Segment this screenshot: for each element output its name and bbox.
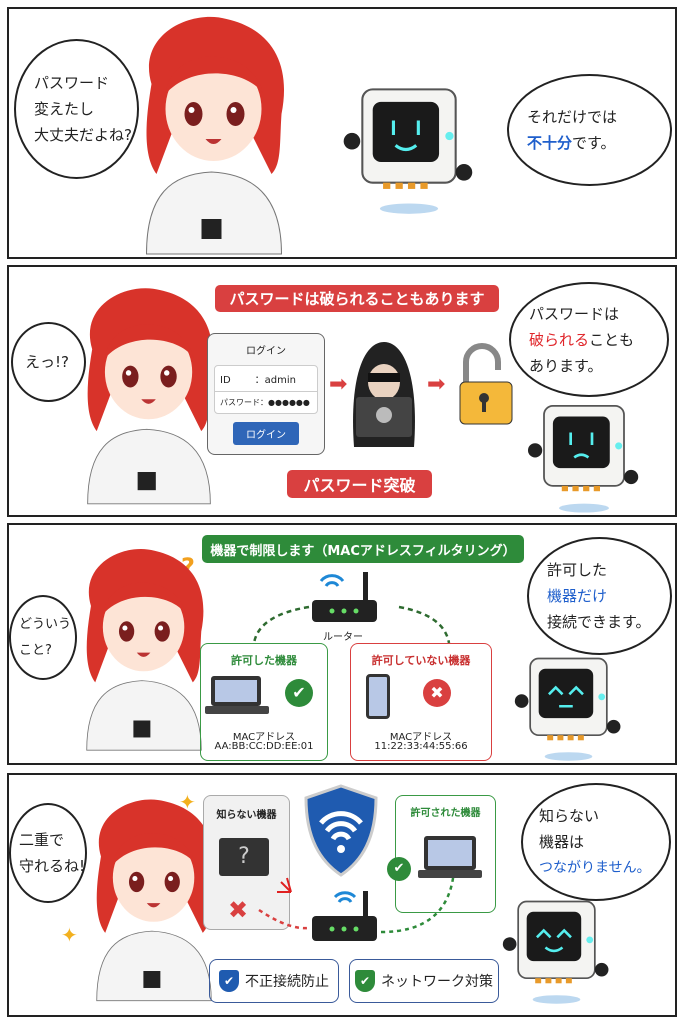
bubble-text: です。	[572, 134, 616, 152]
arrow-icon: ➡	[427, 372, 446, 397]
connection-lines	[252, 605, 451, 644]
denied-device-card: 許可していない機器 ✖ MACアドレス 11:22:33:44:55:66	[350, 643, 492, 761]
badge-label: ネットワーク対策	[381, 974, 493, 990]
bubble-text: それだけでは	[527, 108, 618, 126]
arrow-icon: ➡	[329, 372, 348, 397]
warning-banner: パスワードは破られることもあります	[215, 285, 499, 312]
bubble-text: えっ!?	[25, 353, 69, 371]
check-icon: ✔	[285, 679, 313, 707]
smartphone-icon	[366, 674, 390, 719]
laptop-base	[205, 706, 269, 714]
robot-character	[527, 404, 640, 514]
bubble-text: あります。	[529, 356, 603, 375]
bubble-highlight: 不十分	[527, 134, 573, 152]
router-label: ルーター	[323, 632, 363, 643]
bubble-text: 接続できます。	[547, 613, 651, 631]
router-icon	[312, 891, 377, 941]
badge-label: 不正接続防止	[245, 974, 329, 990]
id-field[interactable]: ：admin	[254, 375, 296, 386]
bubble-text: 変えたし	[34, 100, 95, 118]
bubble-text: 二重で	[19, 831, 65, 849]
unknown-device-card: 知らない機器 ? ✖	[203, 795, 290, 930]
x-icon: ✖	[423, 679, 451, 707]
panel-2: えっ!? パスワードは破られることもあります ログイン ID ：admin パスワ…	[7, 265, 677, 517]
bubble-highlight: つながりません。	[539, 860, 651, 876]
bubble-text: こと?	[19, 642, 52, 658]
robot-speech-bubble: 知らない 機器は つながりません。	[521, 783, 671, 901]
panel-3: どういう こと? ? 機器で制限します（MACアドレスフィルタリング） ルーター…	[7, 523, 677, 765]
allowed-device-card: 許可された機器	[395, 795, 496, 913]
badge-unauthorized-prevention: ✔ 不正接続防止	[209, 959, 339, 1003]
robot-character	[513, 657, 622, 762]
allowed-device-title: 許可した機器	[231, 654, 297, 667]
bubble-highlight: 機器だけ	[547, 587, 608, 605]
password-breach-banner: パスワード突破	[287, 470, 432, 498]
robot-speech-bubble: パスワードは 破られることも あります。	[509, 282, 669, 397]
bubble-text: 守れるね!	[19, 857, 86, 875]
allowed-device-title: 許可された機器	[410, 808, 481, 819]
mac-address: 11:22:33:44:55:66	[374, 741, 468, 752]
login-title: ログイン	[246, 346, 286, 357]
allowed-device-card: 許可した機器 ✔ MACアドレス AA:BB:CC:DD:EE:01	[200, 643, 328, 761]
login-button[interactable]: ログイン	[233, 422, 299, 445]
robot-character	[342, 88, 474, 215]
laptop-icon	[211, 676, 261, 706]
login-form: ログイン ID ：admin パスワード：●●●●●● ログイン	[207, 333, 325, 455]
unknown-device-title: 知らない機器	[216, 810, 277, 821]
robot-speech-bubble: それだけでは 不十分です。	[507, 74, 672, 186]
panel-1: パスワード 変えたし 大丈夫だよね? それだけでは 不十分です。	[7, 7, 677, 259]
password-label: パスワード：	[220, 398, 268, 407]
hacker-icon	[353, 342, 415, 447]
bubble-text: パスワード	[34, 74, 110, 92]
router-icon	[312, 572, 377, 622]
wifi-shield-icon	[304, 784, 378, 877]
mac-label: MACアドレス	[232, 732, 296, 743]
girl-character	[86, 548, 204, 751]
bubble-text: 大丈夫だよね?	[34, 126, 132, 144]
id-label: ID	[220, 375, 231, 386]
unknown-laptop-icon: ?	[219, 838, 269, 876]
mac-filter-banner: 機器で制限します（MACアドレスフィルタリング）	[202, 535, 524, 563]
bubble-text: ことも	[589, 330, 635, 349]
bubble-text: 許可した	[547, 561, 608, 579]
girl-speech-bubble: どういう こと?	[9, 595, 77, 680]
bubble-highlight: 破られる	[529, 330, 590, 349]
robot-speech-bubble: 許可した 機器だけ 接続できます。	[527, 537, 672, 655]
broken-lock-icon	[459, 343, 513, 425]
shield-check-icon: ✔	[219, 970, 239, 992]
laptop-icon	[424, 836, 476, 870]
denied-device-title: 許可していない機器	[371, 654, 471, 667]
girl-speech-bubble: パスワード 変えたし 大丈夫だよね?	[14, 39, 139, 179]
bubble-text: パスワードは	[529, 304, 620, 323]
shield-check-icon: ✔	[355, 970, 375, 992]
check-icon: ✔	[387, 857, 411, 881]
sparkle-icon: ✦	[61, 923, 78, 947]
bubble-text: 機器は	[539, 833, 585, 851]
password-field[interactable]: ●●●●●●	[268, 398, 310, 407]
laptop-base	[418, 870, 482, 878]
bubble-text: どういう	[19, 616, 72, 632]
robot-character	[501, 900, 610, 1005]
mac-label: MACアドレス	[389, 732, 453, 743]
badge-network-security: ✔ ネットワーク対策	[349, 959, 499, 1003]
connection-lines	[258, 870, 456, 934]
girl-speech-bubble: 二重で 守れるね!	[9, 803, 87, 903]
mac-address: AA:BB:CC:DD:EE:01	[214, 741, 314, 752]
girl-character	[146, 16, 285, 255]
bubble-text: 知らない	[539, 807, 600, 825]
girl-speech-bubble: えっ!?	[11, 322, 86, 402]
panel-4: 二重で 守れるね! ✦ ✦ 知らない機器 ? ✖ 許可された機器 ✔ ✔ 不正接…	[7, 773, 677, 1017]
x-icon: ✖	[228, 896, 249, 924]
girl-character	[87, 287, 214, 505]
